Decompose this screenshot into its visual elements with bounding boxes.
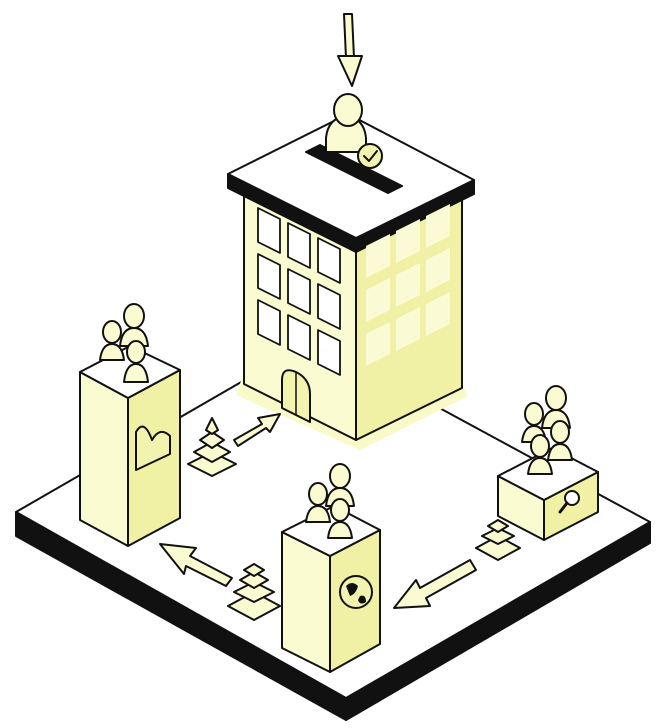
arrow-icon	[233, 413, 281, 447]
left-pillar	[79, 303, 181, 547]
window	[426, 248, 450, 292]
checkmark-tick	[363, 150, 378, 162]
building-windows-front	[257, 207, 341, 376]
window	[257, 253, 281, 300]
person-head	[550, 420, 570, 444]
magnifier-lens	[564, 490, 580, 506]
window	[257, 207, 281, 254]
person-head	[308, 482, 328, 506]
window	[396, 219, 420, 263]
roof-top	[227, 113, 475, 239]
magnifier-icon	[558, 490, 580, 514]
person-head	[126, 340, 146, 364]
pyramid-tier	[199, 431, 225, 449]
person-head	[530, 434, 550, 458]
person-head	[524, 402, 544, 426]
pyramid-tier	[487, 519, 509, 533]
people-group-icon	[305, 463, 355, 539]
person-body	[327, 521, 353, 539]
person-head	[123, 303, 145, 329]
globe-continent	[358, 595, 366, 604]
voter-figure	[325, 93, 383, 169]
window	[396, 307, 420, 351]
window	[317, 237, 341, 284]
person-body	[99, 343, 125, 361]
arrow-shaft	[343, 13, 355, 59]
globe-icon	[339, 575, 373, 609]
window	[366, 322, 390, 366]
window	[366, 234, 390, 278]
person-body	[305, 505, 331, 523]
person-body	[123, 363, 149, 383]
pyramid-tier	[239, 571, 269, 589]
window	[287, 314, 311, 361]
person-head	[329, 463, 351, 489]
pyramid-tip	[205, 417, 219, 435]
pyramid-icon	[187, 417, 237, 477]
ballot-slot	[305, 144, 403, 194]
pyramid-icon	[227, 563, 281, 621]
pyramid-icon	[475, 519, 521, 561]
arrow-icon	[159, 543, 233, 587]
voter-head	[333, 93, 363, 127]
right-box	[497, 385, 599, 541]
people-group-icon	[521, 385, 573, 475]
globe-continent	[346, 583, 358, 596]
window	[426, 292, 450, 336]
window	[396, 263, 420, 307]
pyramid-tier	[481, 527, 515, 545]
pyramid-tier	[243, 563, 265, 577]
window	[257, 299, 281, 346]
magnifier-handle	[558, 501, 569, 514]
pyramid-tier	[193, 441, 231, 463]
people-group-icon	[99, 303, 149, 383]
building-icon	[227, 113, 475, 450]
window	[317, 329, 341, 376]
window	[287, 222, 311, 269]
person-head	[545, 385, 567, 411]
arrow-head	[337, 55, 363, 87]
window	[287, 268, 311, 315]
building-windows-side	[366, 204, 450, 366]
person-body	[527, 457, 553, 475]
checkmark-icon	[357, 143, 383, 169]
person-head	[330, 498, 350, 522]
ballot-box-icon	[305, 144, 403, 194]
arrow-icon	[393, 559, 477, 609]
window	[366, 278, 390, 322]
arrow-lower-left	[159, 543, 233, 587]
arrow-lower-right	[393, 559, 477, 609]
pillar-front	[79, 371, 129, 547]
person-body	[547, 443, 573, 461]
window	[426, 204, 450, 248]
globe-circle	[339, 575, 373, 609]
window	[317, 283, 341, 330]
person-head	[102, 320, 122, 344]
person-body	[119, 327, 149, 347]
arrow-upper-right	[233, 413, 281, 447]
center-pillar	[281, 463, 381, 673]
chart-icon	[135, 425, 171, 471]
down-arrow-icon	[337, 13, 363, 87]
